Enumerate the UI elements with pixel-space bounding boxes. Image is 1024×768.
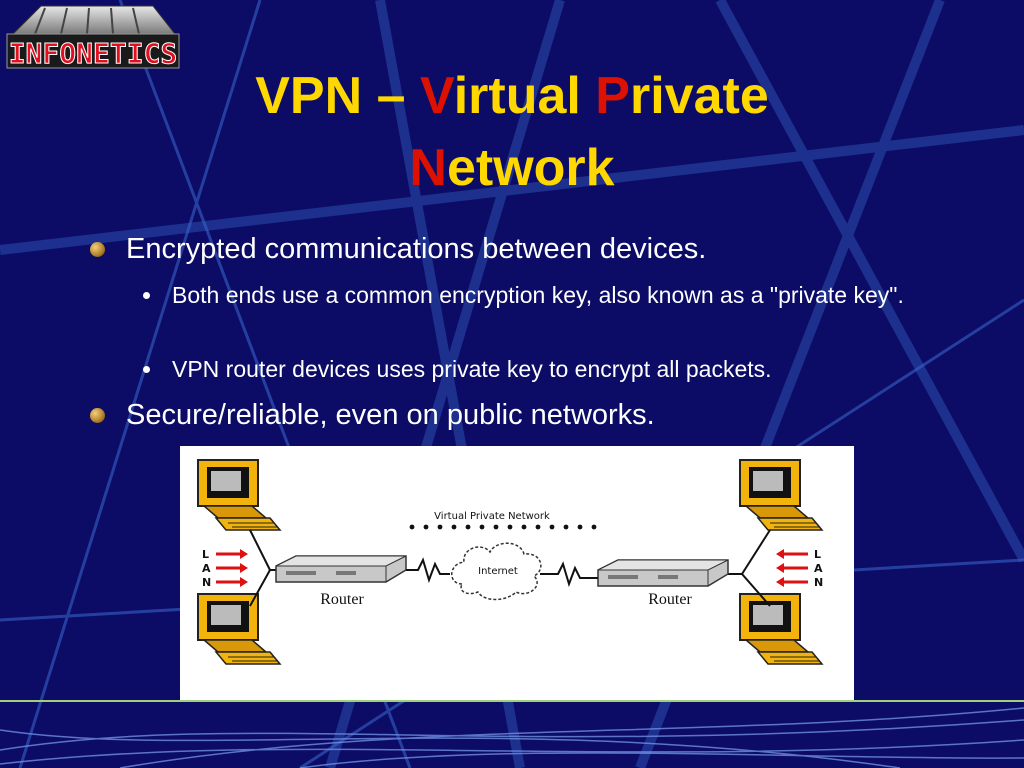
bullet-level-1: Encrypted communications between devices…: [126, 233, 707, 265]
title-letter-p: P: [595, 67, 630, 125]
arrow-right-icon: [216, 549, 248, 587]
link-line: [540, 561, 598, 588]
router-label: Router: [648, 591, 692, 608]
computer-icon: [197, 459, 281, 531]
lan-letter: L: [814, 548, 821, 561]
lan-letter: N: [202, 576, 211, 589]
bullet-dot-icon: [143, 292, 150, 299]
lan-letter: A: [814, 562, 823, 575]
computer-icon: [197, 593, 281, 665]
logo-text: INFONETICS: [9, 37, 178, 70]
bullet-level-2: Both ends use a common encryption key, a…: [172, 282, 904, 308]
router-icon: [275, 555, 407, 583]
title-letter-n: N: [409, 139, 447, 197]
title-letter-v: V: [419, 67, 454, 125]
bullet-level-1: Secure/reliable, even on public networks…: [126, 399, 655, 431]
router-icon: [597, 559, 729, 587]
title-line-1: VPN – Virtual Private: [100, 60, 924, 132]
lan-letter: L: [202, 548, 209, 561]
bullet-dot-icon: [143, 366, 150, 373]
title-line-2: Network: [100, 132, 924, 204]
bottom-decoration: [0, 700, 1024, 768]
title-part: rivate: [629, 67, 769, 125]
arrow-left-icon: [776, 549, 808, 587]
slide-title: VPN – Virtual Private Network: [100, 60, 924, 204]
title-part: VPN –: [255, 67, 420, 125]
computer-icon: [739, 593, 823, 665]
vpn-label: Virtual Private Network: [434, 511, 550, 522]
router-label: Router: [320, 591, 364, 608]
title-part: etwork: [446, 139, 615, 197]
bullet-ball-icon: [90, 408, 105, 423]
vpn-diagram: L A N L A N: [180, 446, 854, 700]
lan-letter: N: [814, 576, 823, 589]
vpn-dotted-line: [409, 524, 597, 530]
cloud-icon: [451, 542, 542, 601]
computer-icon: [739, 459, 823, 531]
title-part: irtual: [453, 67, 596, 125]
vpn-diagram-svg: L A N L A N: [197, 459, 823, 665]
link-line: [406, 557, 450, 584]
bullet-level-2: VPN router devices uses private key to e…: [172, 356, 772, 382]
lan-letter: A: [202, 562, 211, 575]
infonetics-logo: INFONETICS: [6, 5, 180, 70]
internet-label: Internet: [478, 566, 518, 577]
bullet-ball-icon: [90, 242, 105, 257]
